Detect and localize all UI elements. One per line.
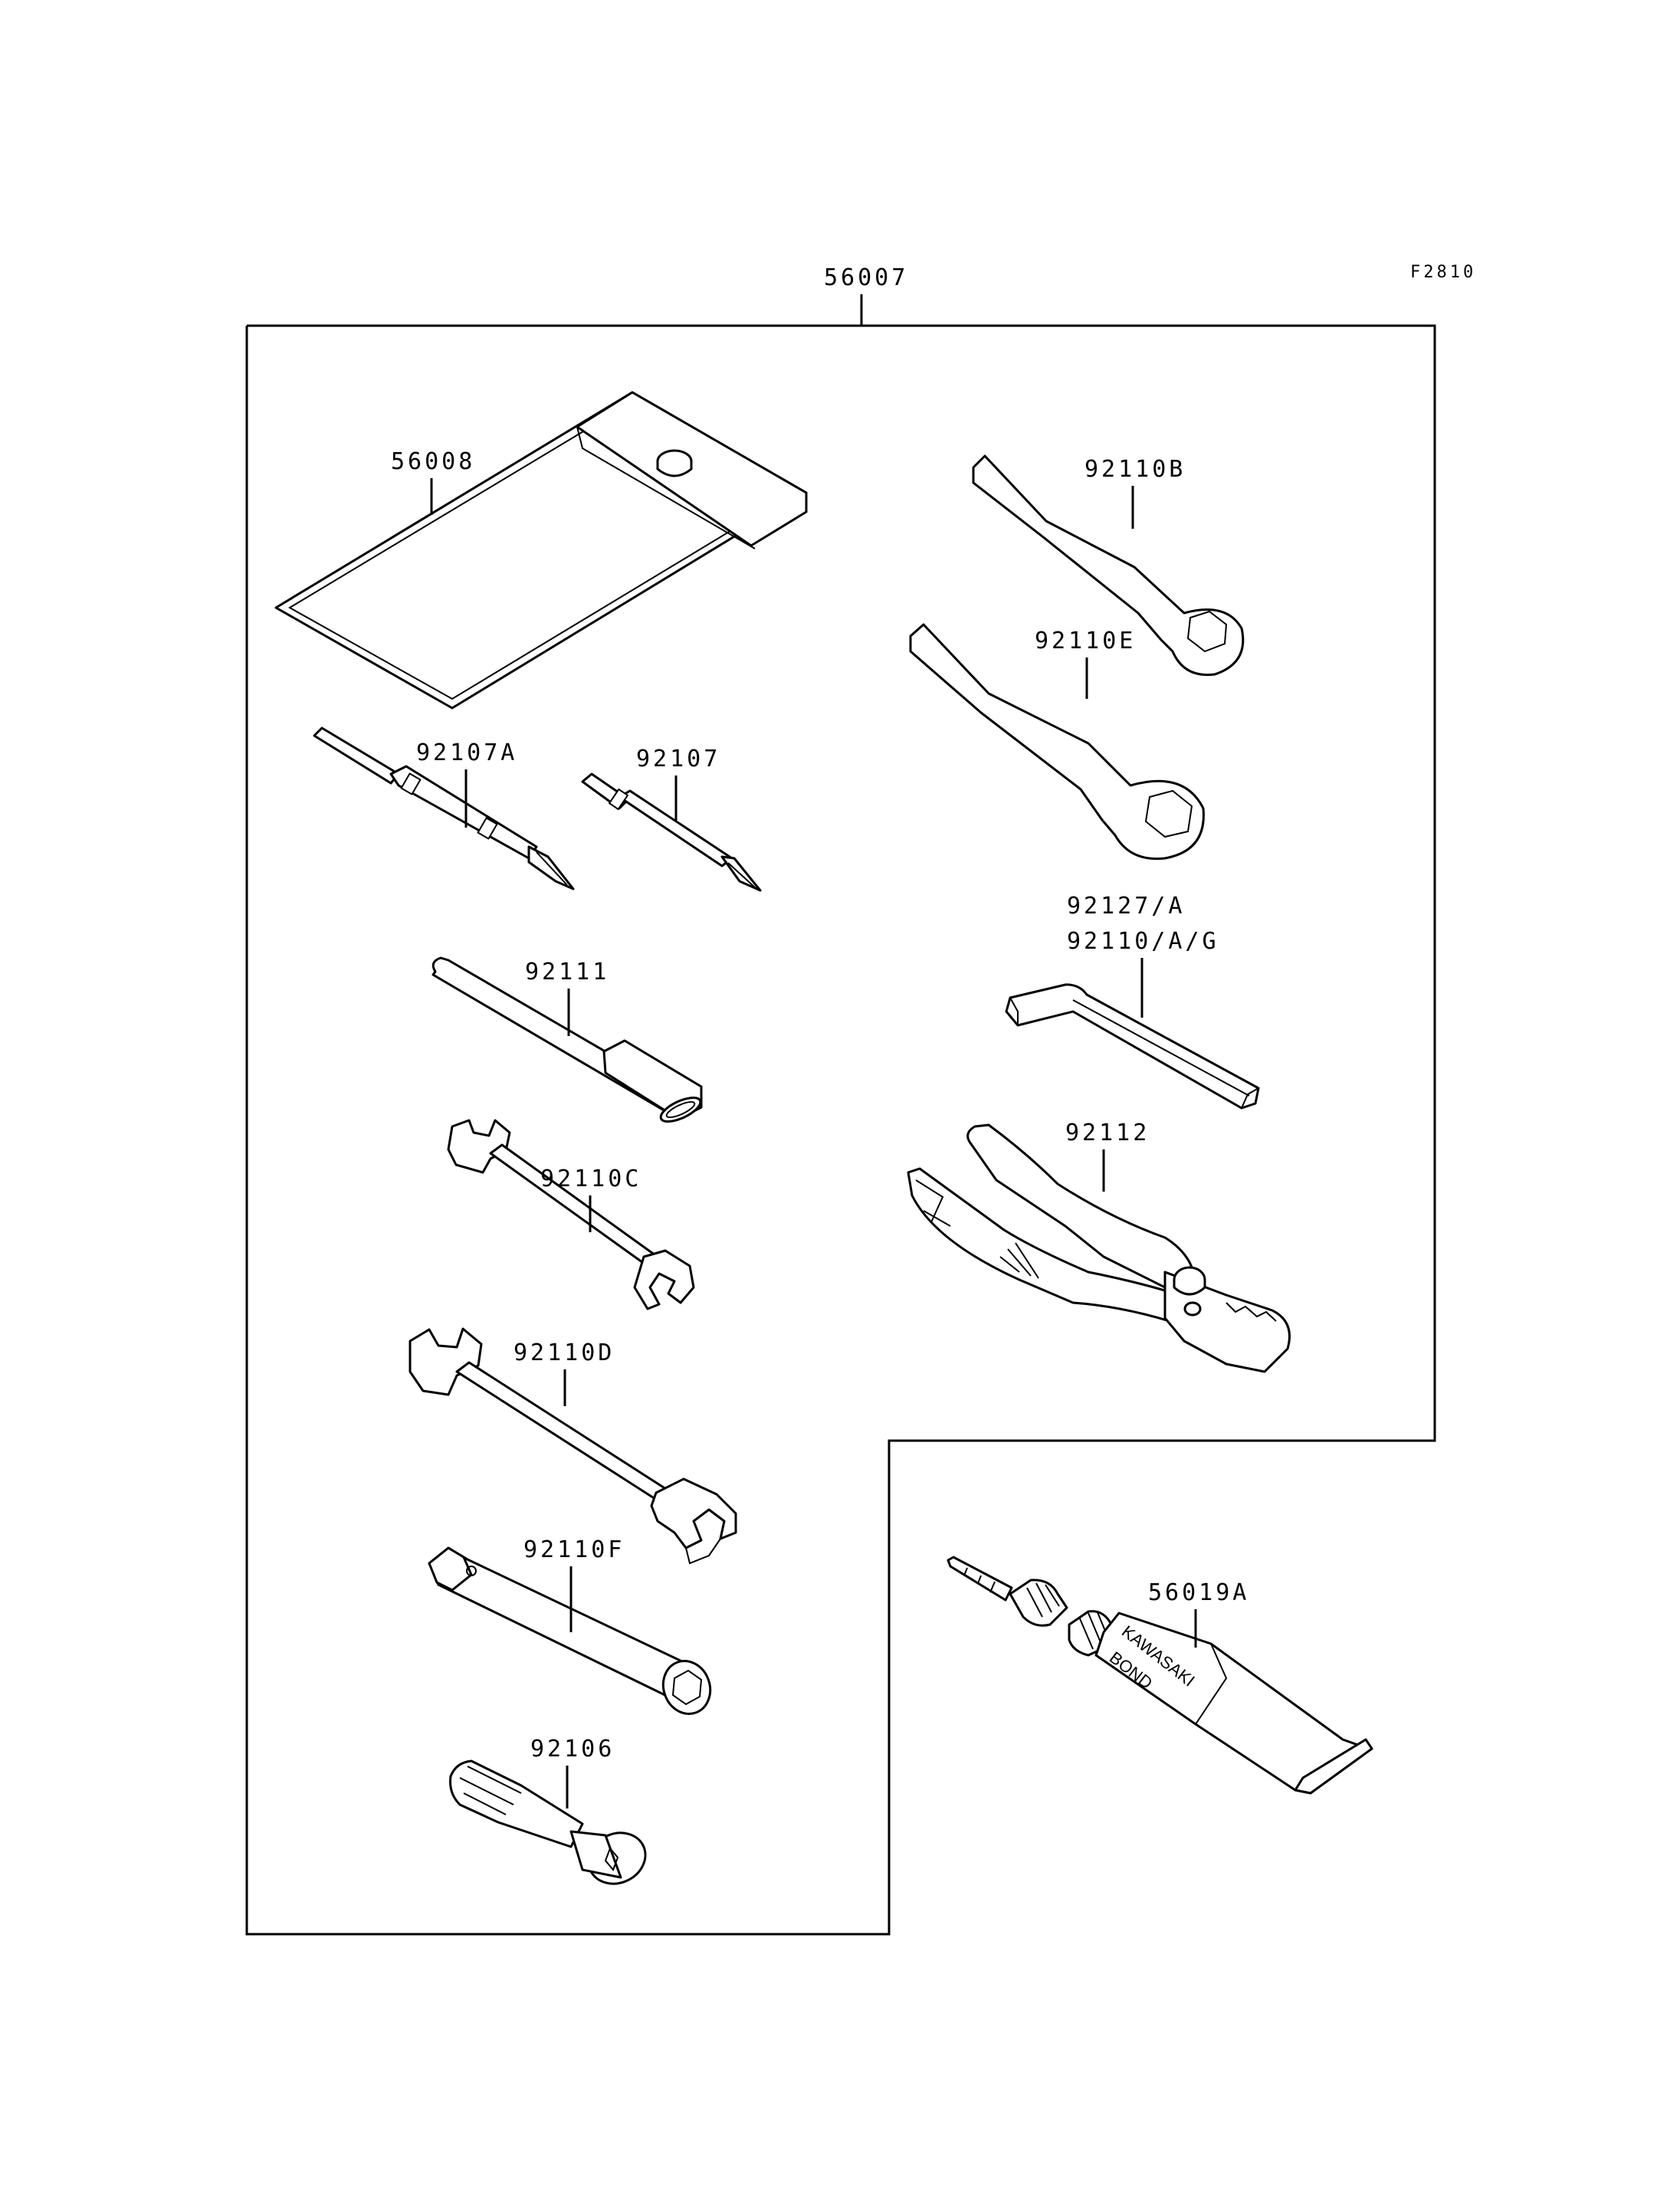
box-wrench <box>428 1546 712 1715</box>
label-92107: 92107 <box>636 746 720 772</box>
kawasaki-bond-tube: KAWASAKI BOND <box>947 1556 1373 1795</box>
label-92110D: 92110D <box>514 1340 615 1366</box>
tommy-bar-handle <box>431 956 703 1123</box>
label-56019A: 56019A <box>1148 1579 1249 1606</box>
label-92112: 92112 <box>1065 1120 1150 1146</box>
label-92110E: 92110E <box>1035 628 1136 654</box>
label-92127-A: 92127/A <box>1067 893 1185 920</box>
open-end-wrench-large <box>409 1327 737 1565</box>
kit-boundary <box>245 324 1436 1936</box>
screwdriver-bit <box>581 772 762 892</box>
label-92107A: 92107A <box>416 739 517 766</box>
label-92110C: 92110C <box>540 1166 641 1192</box>
figure-code: F2810 <box>1410 263 1476 282</box>
pliers <box>907 1123 1291 1373</box>
assembly-label: 56007 <box>824 264 908 291</box>
label-92106: 92106 <box>530 1736 615 1763</box>
label-92110F: 92110F <box>523 1536 625 1563</box>
ring-wrench-e <box>909 623 1205 861</box>
open-end-wrench-small <box>447 1119 695 1310</box>
label-92110B: 92110B <box>1084 456 1186 483</box>
label-92111: 92111 <box>525 959 609 985</box>
hex-key <box>1005 983 1260 1110</box>
socket-adapter <box>449 1759 647 1885</box>
double-end-screwdriver <box>313 726 575 890</box>
tool-pouch <box>274 391 808 710</box>
label-92110-A-G: 92110/A/G <box>1067 928 1219 955</box>
label-56008: 56008 <box>391 448 475 475</box>
ring-wrench-b <box>972 454 1245 677</box>
